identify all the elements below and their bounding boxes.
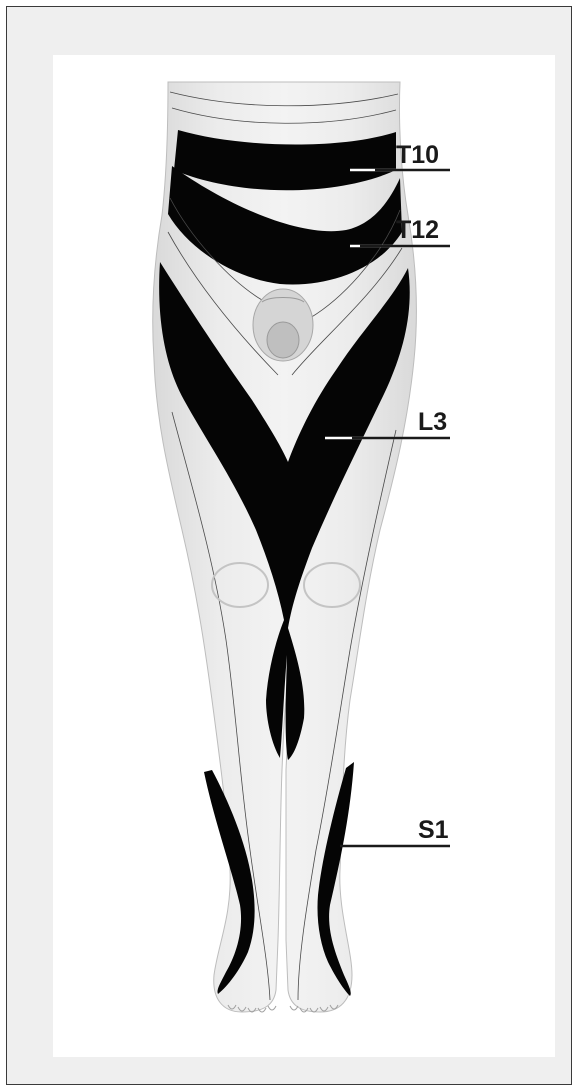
label-s1: S1: [340, 816, 450, 846]
label-text-t12: T12: [396, 216, 439, 244]
label-text-s1: S1: [418, 816, 449, 844]
label-text-l3: L3: [418, 408, 447, 436]
groin-region: [253, 289, 313, 361]
label-text-t10: T10: [396, 141, 439, 169]
